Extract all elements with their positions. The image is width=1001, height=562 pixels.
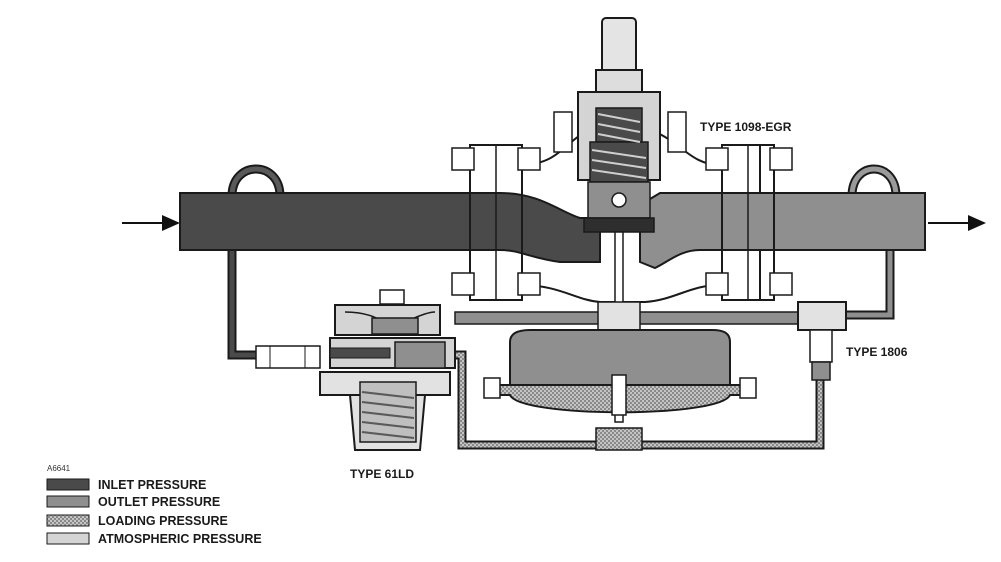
restrictor-label: TYPE 1806 xyxy=(846,345,908,359)
figure-code: A6641 xyxy=(47,464,71,473)
inlet-sensing-line xyxy=(227,164,285,360)
upper-spring-case xyxy=(553,17,687,183)
inlet-flange xyxy=(451,144,541,301)
control-line xyxy=(454,301,799,333)
legend: INLET PRESSURE OUTLET PRESSURE LOADING P… xyxy=(46,478,262,546)
legend-swatch-loading xyxy=(46,514,90,527)
legend-label-outlet: OUTLET PRESSURE xyxy=(98,495,220,509)
legend-swatch-atmospheric xyxy=(46,532,90,545)
legend-label-loading: LOADING PRESSURE xyxy=(98,514,228,528)
pilot-label: TYPE 61LD xyxy=(350,467,414,481)
main-regulator-label: TYPE 1098-EGR xyxy=(700,120,792,134)
legend-swatch-outlet xyxy=(46,495,90,508)
legend-label-inlet: INLET PRESSURE xyxy=(98,478,206,492)
outlet-flange xyxy=(705,144,793,301)
restrictor-1806 xyxy=(797,301,847,381)
diaphragm-casing xyxy=(483,329,757,416)
outlet-pipe xyxy=(639,192,926,270)
inlet-pipe xyxy=(179,192,601,263)
legend-swatch-inlet xyxy=(46,478,90,491)
valve-plug xyxy=(583,181,655,233)
pilot-61ld xyxy=(255,289,456,451)
outlet-sensing-line xyxy=(846,164,901,320)
legend-label-atmospheric: ATMOSPHERIC PRESSURE xyxy=(98,532,262,546)
loading-line xyxy=(455,350,825,451)
